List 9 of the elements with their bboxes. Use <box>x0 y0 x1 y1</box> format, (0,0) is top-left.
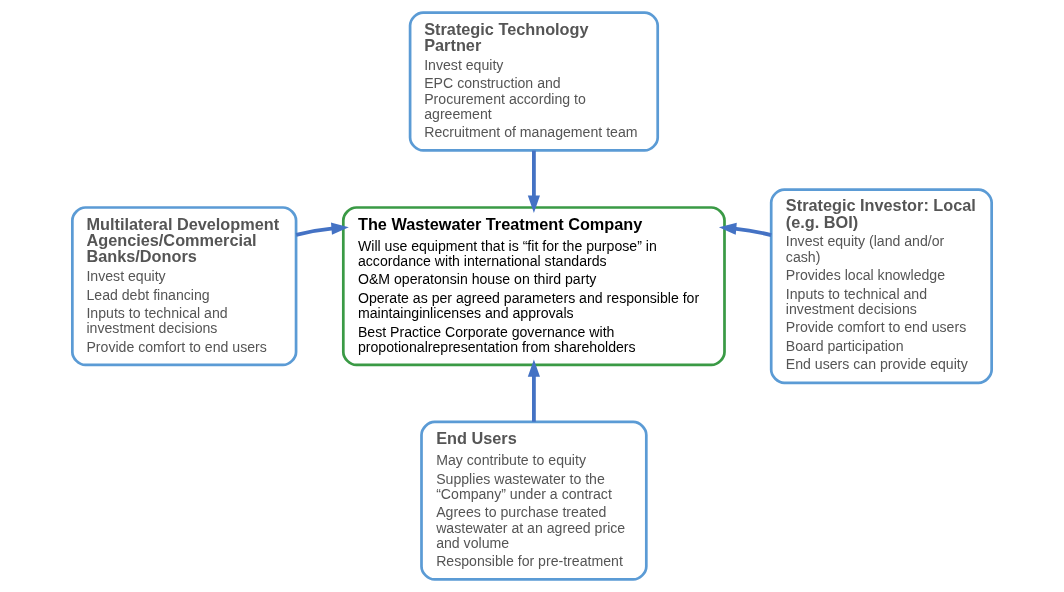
node-box: Strategic Technology Partner Invest equity EPC construction and Procurement according to agreement Recruitment of management team <box>408 11 660 152</box>
node-box: End Users May contribute to equity Supplies wastewater to the “Company” under a contract Agrees to purchase treated wastewater at an agreed price and volume Responsible for pre-treatment <box>420 420 648 581</box>
node-box: Strategic Investor: Local (e.g. BOI) Invest equity (land and/or cash) Provides local knowledge Inputs to technical and investment decisions Provide comfort to end users Board participation End users can provide equity <box>769 188 993 385</box>
node-box: The Wastewater Treatment Company Will use equipment that is “fit for the purpose” in accordance with international standards O&M operatonsin house on third party Operate as per agreed parameters and responsible for maintainginlicenses and approvals Best Practice Corporate governance with propotionalrepresentation from shareholders <box>341 206 726 367</box>
arrow <box>527 359 540 422</box>
arrow <box>295 222 349 237</box>
arrow <box>527 150 540 213</box>
node-box: Multilateral Development Agencies/Commercial Banks/Donors Invest equity Lead debt financing Inputs to technical and investment decisions Provide comfort to end users <box>71 206 298 367</box>
arrow <box>718 222 772 237</box>
